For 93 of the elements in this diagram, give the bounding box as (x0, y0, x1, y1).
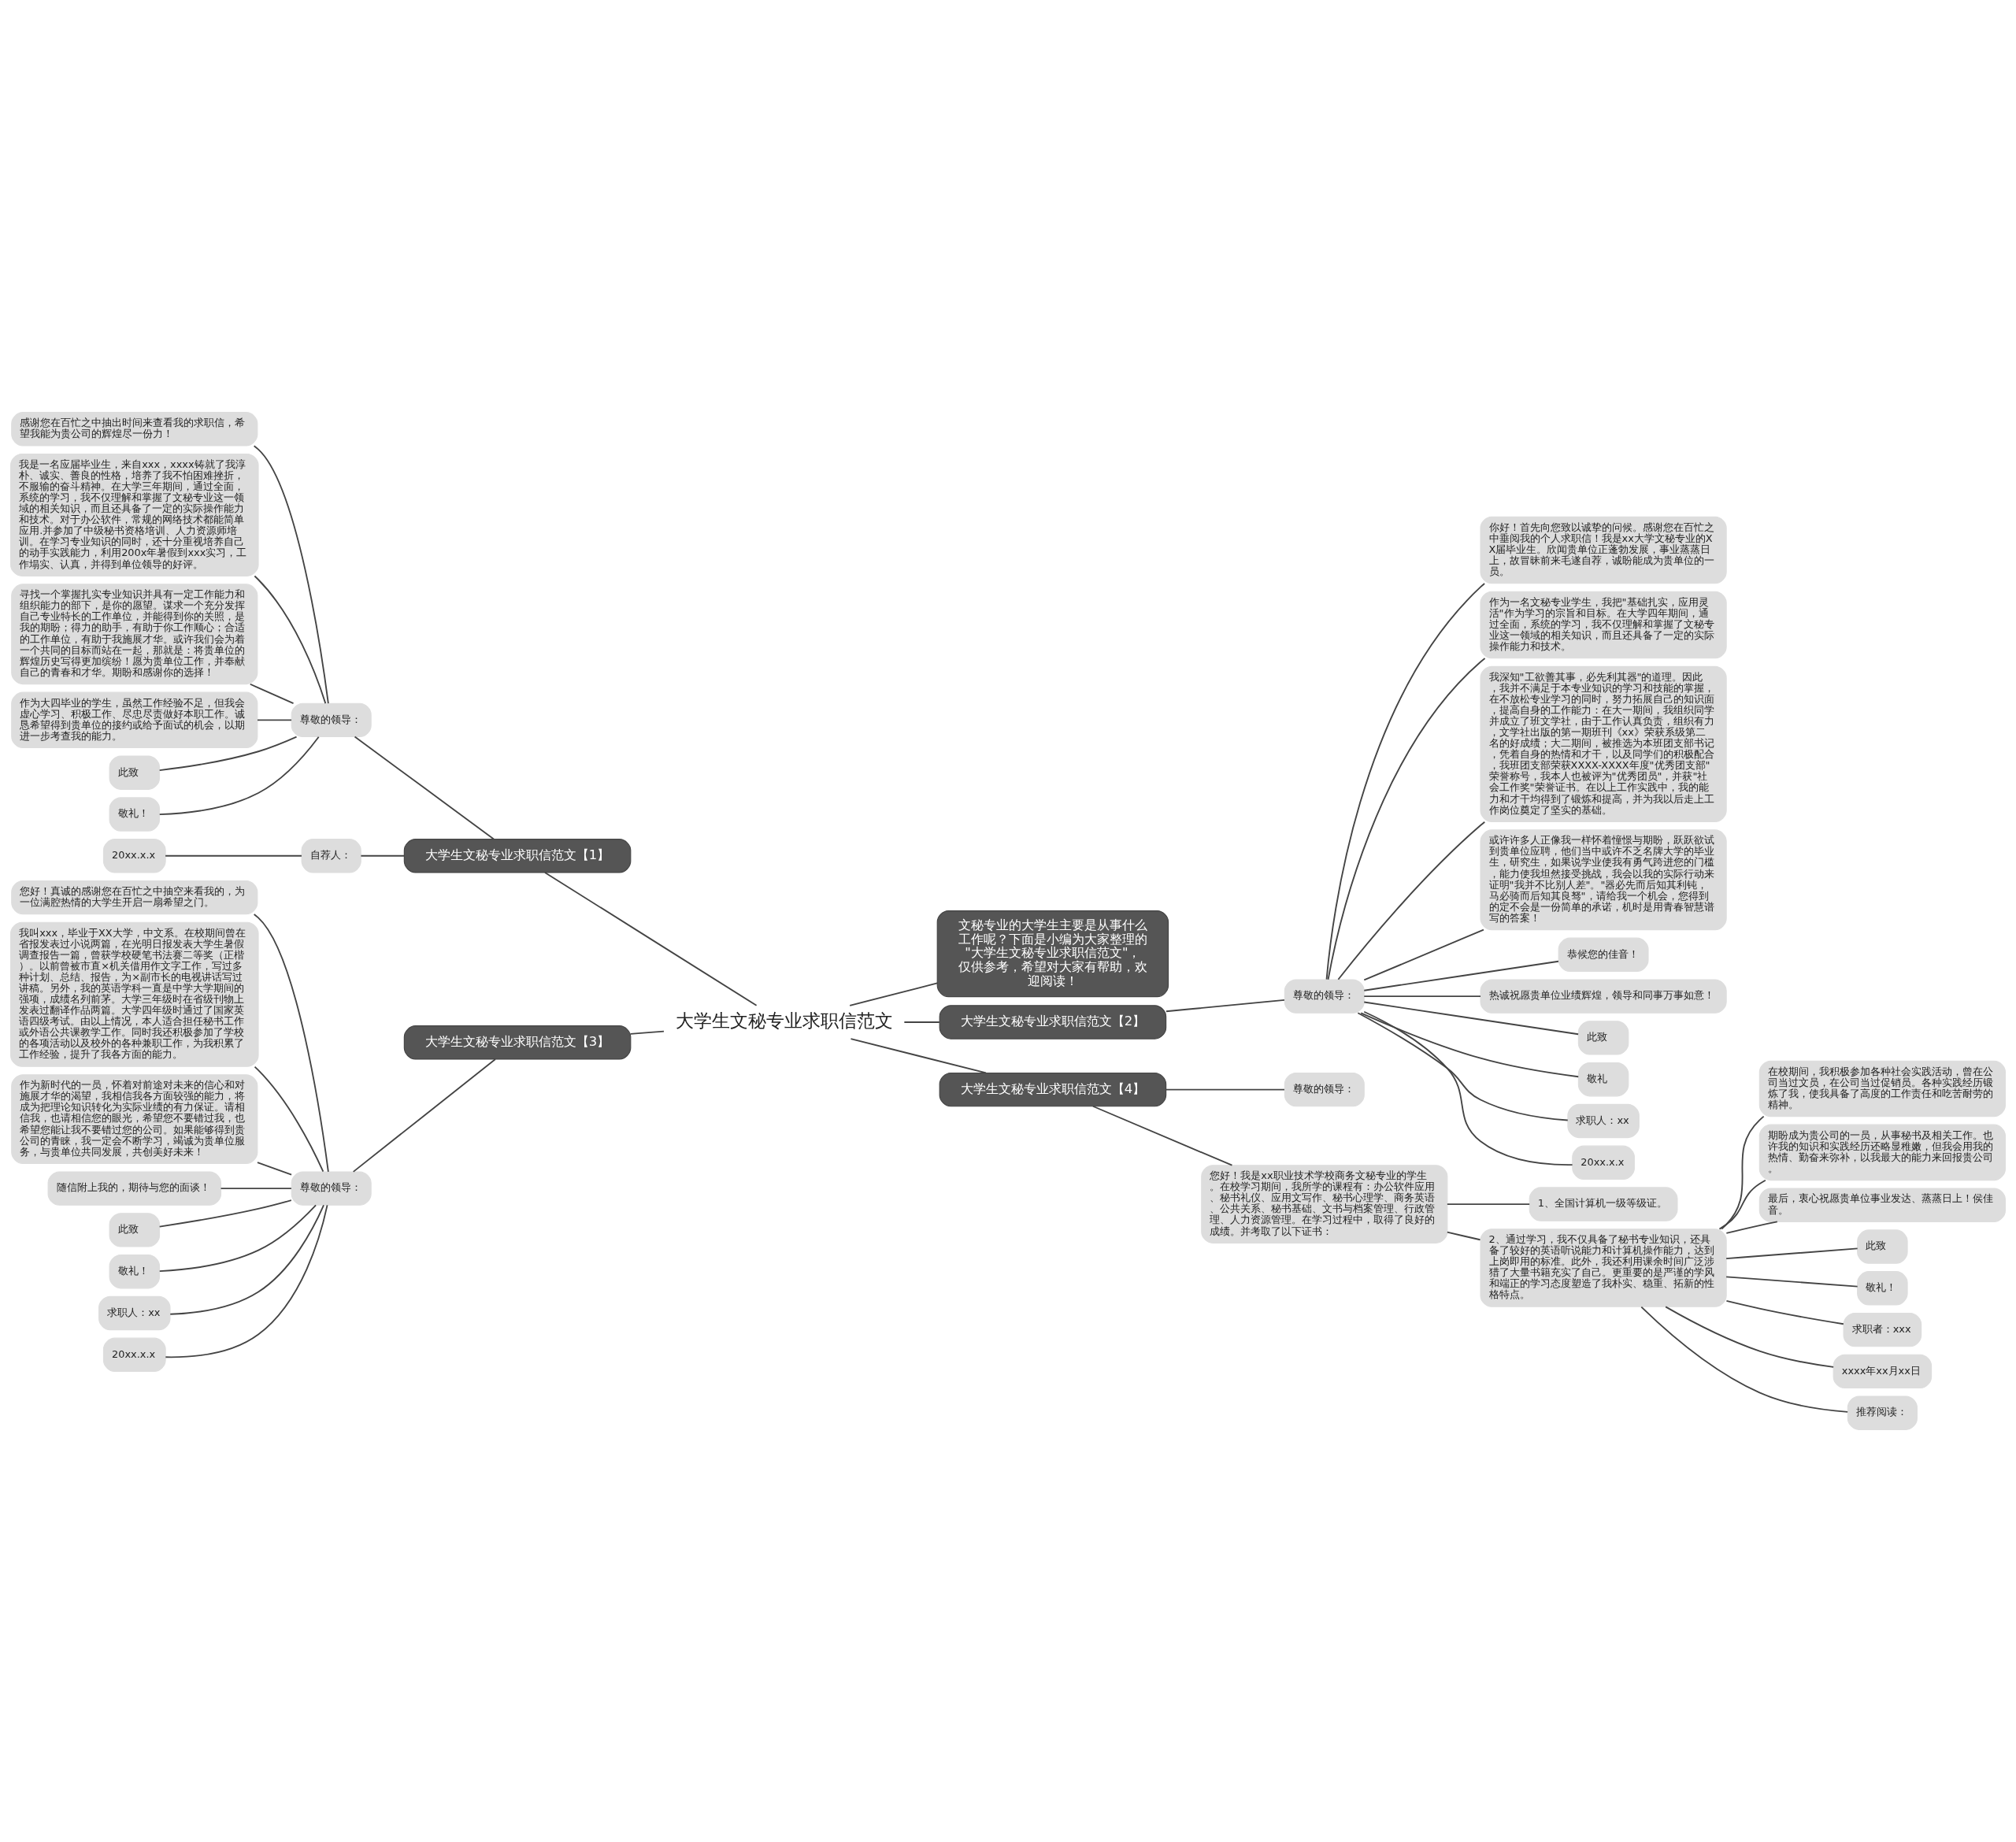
connector (1363, 928, 1484, 981)
node-box: 期盼成为贵公司的一员，从事秘书及相关工作。也许我的知识和实践经历还略显稚嫩，但我会用我的热情、勤奋来弥补，以我最大的能力来回报贵公司。 (1758, 1124, 2006, 1181)
node-box: xxxx年xx月xx日 (1833, 1354, 1933, 1389)
node-box: 求职人：xx (98, 1295, 171, 1331)
connector (257, 719, 292, 721)
node-box: 此致 (1857, 1229, 1908, 1264)
node-box: 作为大四毕业的学生，虽然工作经验不足，但我会虚心学习、积极工作、尽忠尽责做好本职工作。诚恳希望得到贵单位的接约或给予面试的机会，以期进一步考查我的能力。 (11, 691, 258, 749)
connector (1337, 821, 1486, 980)
node-box: 你好！首先向您致以诚挚的问候。感谢您在百忙之中垂阅我的个人求职信！我是xx大学文秘专业的XX届毕业生。欣闻贵单位正蓬勃发展，事业蒸蒸日上，故冒昧前来毛遂自荐，诚盼能成为贵单位的一员。 (1480, 516, 1727, 584)
connector (1327, 657, 1486, 980)
node-box: 文秘专业的大学生主要是从事什么工作呢？下面是小编为大家整理的"大学生文秘专业求职信范文"，仅供参考，希望对大家有帮助，欢迎阅读！ (936, 910, 1169, 998)
connector (165, 854, 302, 857)
connector (360, 854, 405, 857)
connector (629, 1030, 665, 1035)
connector (1091, 1105, 1233, 1166)
node-box: 此致 (1577, 1021, 1629, 1055)
connector (1725, 1300, 1844, 1325)
connector (1446, 1203, 1531, 1205)
connector (158, 1204, 317, 1273)
node-box: 作为新时代的一员，怀着对前途对未来的信心和对施展才华的渴望，我相信我各方面较强的能力，将成为把理论知识转化为实际业绩的有力保证。请相信我，也请相信您的眼光，希望您不要错过我，也希望您能让我不要错过您的公司。如果能够得到贵公司的青睐，我一定会不断学习，竭诚为贵单位服务，与贵单位共同发展，共创美好未来！ (11, 1074, 258, 1165)
node-box: 或许许多人正像我一样怀着憧憬与期盼，跃跃欲试到贵单位应聘，他们当中或许不乏名牌大学的毕业生，研究生，如果说学业使我有勇气跨进您的门槛，能力使我坦然接受挑战，我会以我的实际行动来证明"我并不比别人差"。"器必先而后知其利钝，马必骑而后知其良驽"，请给我一个机会，您得到的定不会是一份简单的承诺，机时是用青春智慧谱写的答案！ (1480, 829, 1727, 931)
node-box: 尊敬的领导： (291, 1171, 372, 1206)
connector (1718, 1179, 1766, 1230)
connector (1363, 1010, 1573, 1166)
connector (1640, 1306, 1849, 1413)
connector (1725, 1221, 1778, 1234)
connector (158, 736, 320, 816)
node-box: 尊敬的领导： (1284, 979, 1365, 1014)
connector (220, 1188, 292, 1190)
node-box: 大学生文秘专业求职信范文【3】 (403, 1025, 632, 1060)
connector (849, 982, 939, 1006)
node-box: 20xx.x.x (1572, 1145, 1635, 1180)
node-box: 热诚祝愿贵单位业绩辉煌，领导和同事万事如意！ (1480, 979, 1727, 1014)
connector (1325, 583, 1486, 980)
connector (1165, 1088, 1285, 1091)
node-box: 敬礼 (1577, 1062, 1629, 1097)
node-box: 在校期间，我积极参加各种社会实践活动，曾在公司当过文员，在公司当过促销员。各种实践经历锻炼了我，使我具备了高度的工作责任和吃苦耐劳的精神。 (1758, 1060, 2006, 1117)
connector (1446, 1231, 1481, 1241)
connector (1357, 1012, 1569, 1121)
connector (1363, 995, 1481, 998)
connector (158, 1199, 292, 1228)
connector (1363, 960, 1559, 991)
node-box: 我是一名应届毕业生，来自xxx，xxxx铸就了我淳朴、诚实、善良的性格，培养了我不怕困难挫折，不服输的奋斗精神。在大学三年期间，通过全面，系统的学习，我不仅理解和掌握了文秘专业这一领域的相关知识，而且还具备了一定的实际操作能力和技术。对于办公软件，常规的网络技术都能简单应用.并参加了中级秘书资格培训、人力资源师培训。在学习专业知识的同时，还十分重视培养自己的动手实践能力，利用200x年暑假到xxx实习，工作塌实、认真，并得到单位领导的好评。 (10, 453, 259, 576)
connector (249, 683, 295, 705)
connector (354, 736, 495, 840)
node-box: 您好！我是xx职业技术学校商务文秘专业的学生。在校学习期间，我所学的课程有：办公软件应用、秘书礼仪、应用文写作、秘书心理学、商务英语、公共关系、秘书基础、文书与档案管理、行政管理、人力资源管理。在学习过程中，取得了良好的成绩。并考取了以下证书： (1201, 1165, 1448, 1243)
node-box: 20xx.x.x (102, 1337, 166, 1372)
node-box: 我叫xxx，毕业于XX大学，中文系。在校期间曾在省报发表过小说两篇，在光明日报发表大学生暑假调查报告一篇，曾获学校硬笔书法赛二等奖（正楷）。以前曾被市直×机关借用作文字工作，写过多种计划、总结、报告，为×副市长的电视讲话写过讲稿。另外，我的英语学科一直是中学大学期间的强项，成绩名列前茅。大学三年级时在省级刊物上发表过翻译作品两篇。大学四年级时通过了国家英语四级考试。由以上情况，本人适合担任秘书工作或外语公共课教学工作。同时我还积极参加了学校的各项活动以及校外的各种兼职工作，为我积累了工作经验，提升了我各方面的能力。 (10, 921, 259, 1067)
node-box: 恭候您的佳音！ (1558, 937, 1649, 973)
node-box: 此致 (109, 755, 161, 790)
connector (352, 1058, 496, 1173)
node-box: 2、通过学习，我不仅具备了秘书专业知识，还具备了较好的英语听说能力和计算机操作能力，达到上岗即用的标准。此外，我还利用课余时间广泛涉猎了大量书籍充实了自己。更重要的是严谨的学风和端正的学习态度塑造了我朴实、稳重、拓新的性格特点。 (1480, 1229, 1727, 1307)
connector (544, 872, 758, 1006)
connector (253, 445, 329, 705)
connector (850, 1038, 987, 1074)
connector (903, 1021, 940, 1023)
node-box: 随信附上我的，期待与您的面谈！ (47, 1171, 222, 1206)
connector (1360, 1012, 1580, 1078)
node-box: 大学生文秘专业求职信范文【4】 (939, 1072, 1167, 1107)
node-box: 您好！真诚的感谢您在百忙之中抽空来看我的，为一位满腔热情的大学生开启一扇希望之门。 (11, 880, 258, 915)
node-box: 尊敬的领导： (1284, 1072, 1365, 1107)
connector (1363, 1001, 1580, 1036)
node-box: 作为一名文秘专业学生，我把"基础扎实，应用灵活"作为学习的宗旨和目标。在大学四年期间，通过全面，系统的学习，我不仅理解和掌握了文秘专业这一领域的相关知识，而且还具备了一定的实际操作能力和技术。 (1480, 591, 1727, 659)
node-box: 最后，衷心祝愿贵单位事业发达、蒸蒸日上！侯佳音。 (1758, 1188, 2006, 1222)
connector (1165, 999, 1285, 1013)
node-box: 敬礼！ (1857, 1271, 1908, 1306)
connector (169, 1204, 324, 1315)
connector (1665, 1306, 1835, 1368)
node-box: 大学生文秘专业求职信范文【1】 (403, 839, 632, 873)
connector (254, 1066, 324, 1173)
node-box: 推荐阅读： (1847, 1395, 1918, 1430)
connector (257, 1162, 292, 1176)
node-box: 尊敬的领导： (291, 702, 372, 738)
node-box: 1、全国计算机一级等级证。 (1529, 1187, 1678, 1221)
connector (254, 575, 327, 705)
node-box: 感谢您在百忙之中抽出时间来查看我的求职信，希望我能为贵公司的辉煌尽一份力！ (11, 412, 258, 447)
node-box: 自荐人： (301, 839, 361, 873)
node-box: 我深知"工欲善其事，必先利其器"的道理。因此，我并不满足于本专业知识的学习和技能的掌握，在不放松专业学习的同时，努力拓展自己的知识面，提高自身的工作能力：在大一期间，我组织同学并成立了班文学社，由于工作认真负责，组织有力，文学社出版的第一期班刊《xx》荣获系级第二名的好成绩；大二期间，被推选为本班团支部书记，凭着自身的热情和才干，以及同学们的积极配合，我班团支部荣获XXXX-XXXX年度"优秀团支部"荣誉称号，我本人也被评为"优秀团员"，并获"社会工作奖"荣誉证书。在以上工作实践中，我的能力和才干均得到了锻炼和提高，并为我以后走上工作岗位奠定了坚实的基础。 (1480, 665, 1727, 822)
connector (158, 736, 298, 772)
node-box: 敬礼！ (109, 1255, 161, 1289)
node-box: 大学生文秘专业求职信范文【2】 (939, 1005, 1167, 1040)
node-box: 求职人：xx (1567, 1103, 1640, 1139)
node-box: 寻找一个掌握扎实专业知识并具有一定工作能力和组织能力的部下，是你的愿望。谋求一个充分发挥自己专业特长的工作单位，并能得到你的关照，是我的期盼；得力的助手，有助于你工作顺心；合适的工作单位，有助于我施展才华。或许我们会为着一个共同的目标而站在一起，那就是：将贵单位的辉煌历史写得更加缤纷！愿为贵单位工作，并奉献自己的青春和才华。期盼和感谢你的选择！ (11, 584, 258, 685)
connector (253, 913, 329, 1173)
node-text: 大学生文秘专业求职信范文 (675, 1009, 893, 1032)
connector (1721, 1115, 1765, 1230)
node-box: 此致 (109, 1213, 161, 1247)
node-box: 敬礼！ (109, 797, 161, 832)
connector (165, 1204, 328, 1358)
node-box: 20xx.x.x (102, 839, 166, 873)
connector (1725, 1247, 1858, 1260)
node-box: 求职者：xxx (1843, 1312, 1922, 1347)
connector (1725, 1276, 1858, 1288)
